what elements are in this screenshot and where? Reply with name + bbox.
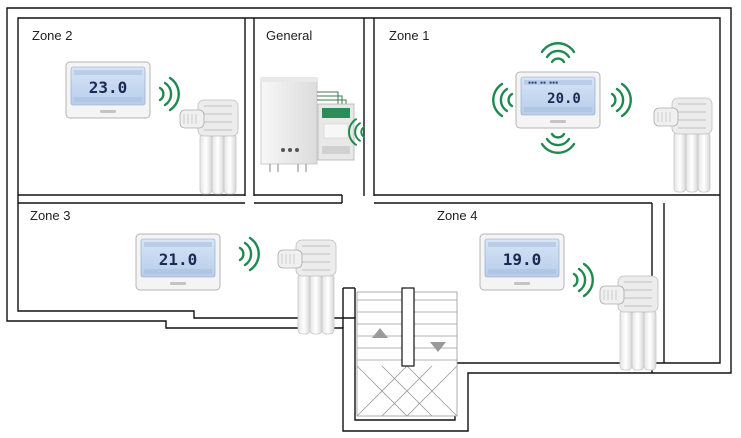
boiler-icon xyxy=(260,77,318,172)
zone3-temperature: 21.0 xyxy=(159,250,198,269)
general-label: General xyxy=(266,28,312,43)
radiator-icon xyxy=(179,99,239,195)
zone1-label: Zone 1 xyxy=(389,28,429,43)
zone1-temperature: 20.0 xyxy=(547,91,581,107)
zone2-label: Zone 2 xyxy=(32,28,72,43)
wireless-signal-icon xyxy=(540,132,576,154)
lcd-indicator: ▪▪▪ ▪▪ ▪▪▪ xyxy=(528,80,558,86)
wireless-signal-icon xyxy=(158,76,180,112)
zone2-thermostat: 23.0 xyxy=(65,61,151,119)
zone4-thermostat: 19.0 xyxy=(479,233,565,291)
wireless-signal-icon xyxy=(238,236,260,272)
stairs-down-arrow-icon xyxy=(430,342,446,352)
wireless-signal-icon xyxy=(540,42,576,64)
radiator-icon xyxy=(277,239,337,335)
radiator-icon xyxy=(599,275,659,371)
wireless-signal-icon xyxy=(572,262,594,298)
stairs-up-arrow-icon xyxy=(372,328,388,338)
zone3-label: Zone 3 xyxy=(30,208,70,223)
staircase xyxy=(356,287,458,417)
zone3-thermostat: 21.0 xyxy=(135,233,221,291)
zone4-label: Zone 4 xyxy=(437,208,477,223)
radiator-icon xyxy=(653,97,713,193)
receiver-module-icon xyxy=(317,103,355,161)
wiring xyxy=(317,91,347,104)
zone4-temperature: 19.0 xyxy=(503,250,542,269)
zone1-thermostat: ▪▪▪ ▪▪ ▪▪▪ 20.0 xyxy=(515,71,601,129)
wireless-signal-icon xyxy=(610,82,632,118)
zone2-temperature: 23.0 xyxy=(89,78,128,97)
wireless-signal-icon xyxy=(492,82,514,118)
